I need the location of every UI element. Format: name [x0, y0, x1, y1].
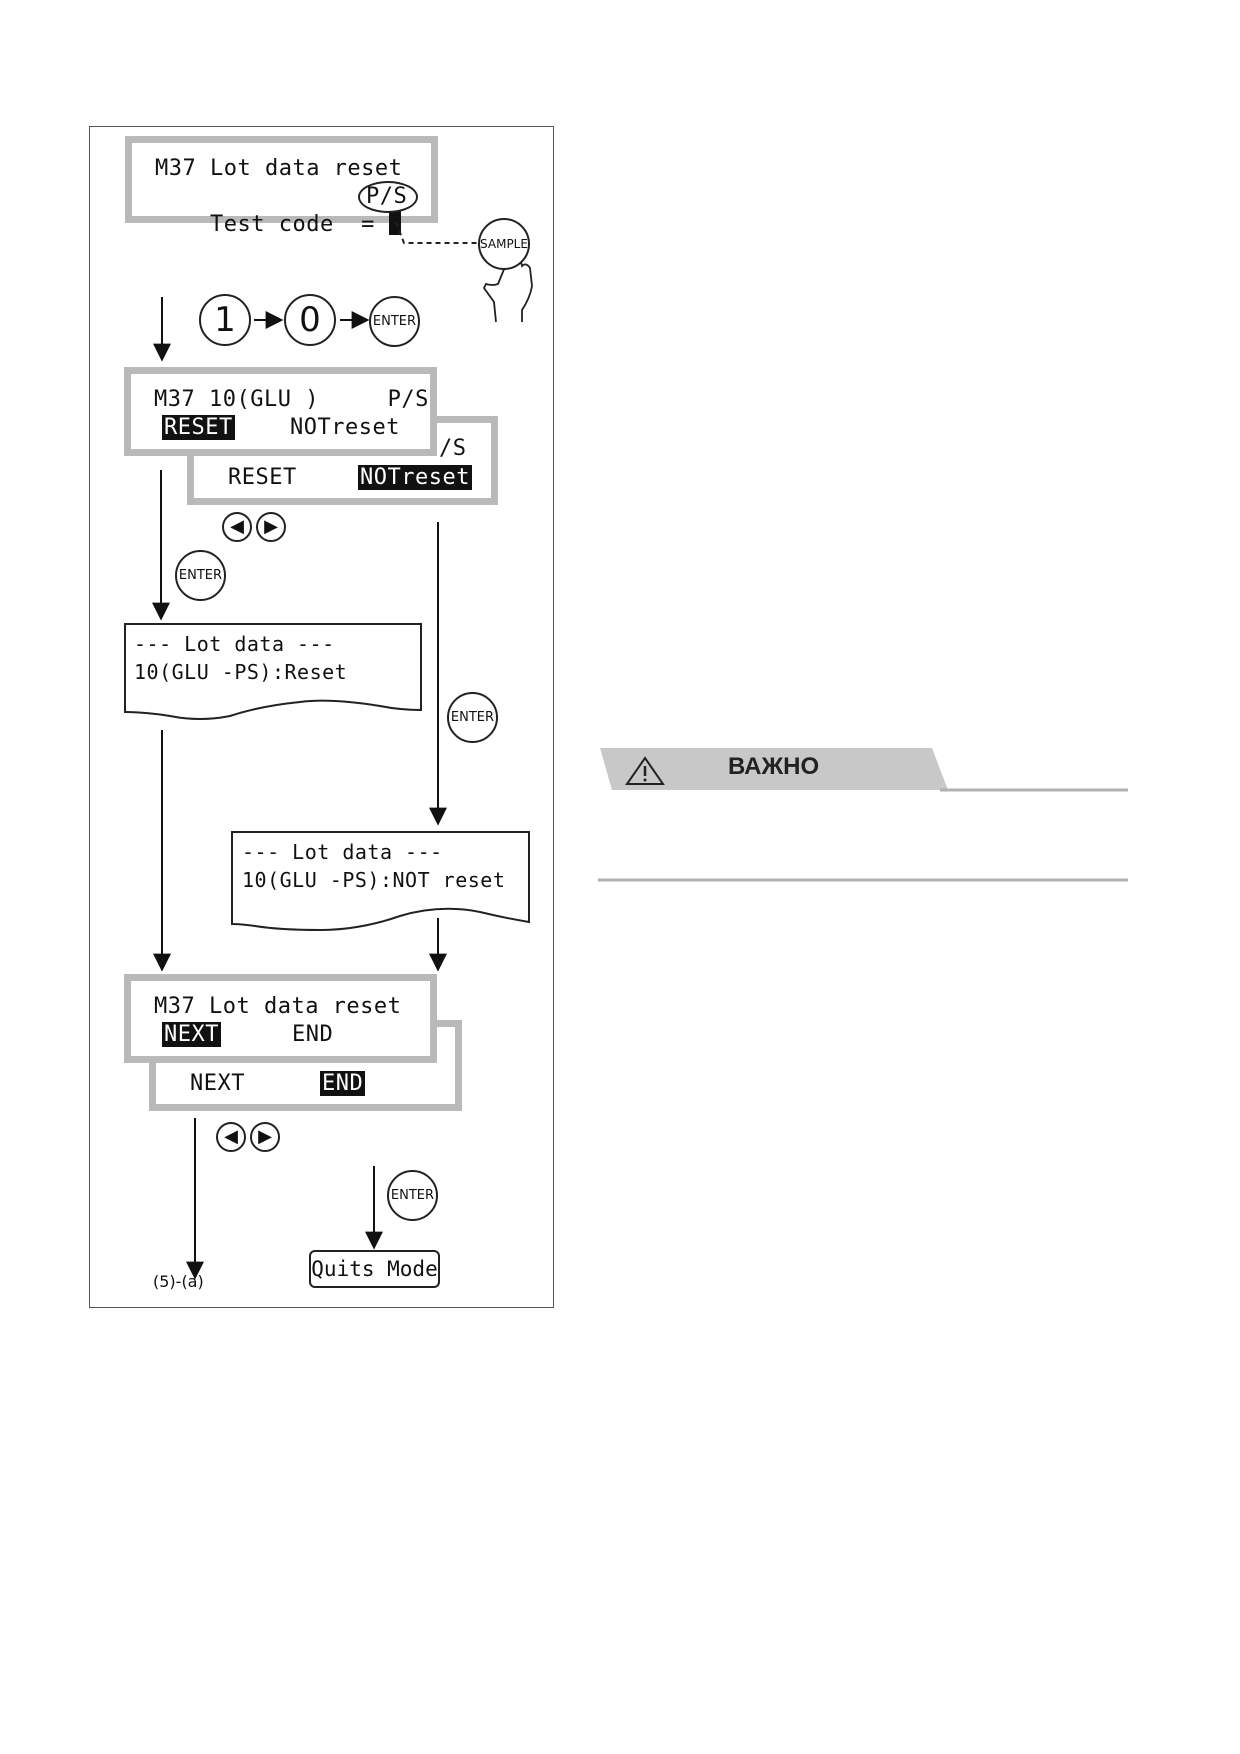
goto-step-label: (5)-(a): [153, 1272, 204, 1291]
key-1-label: 1: [214, 300, 236, 340]
reset-option-highlighted: RESET: [162, 415, 235, 440]
next-option-highlighted: NEXT: [162, 1022, 221, 1047]
quits-mode-label: Quits Mode: [311, 1257, 438, 1281]
screen-title: M37 Lot data reset: [155, 156, 403, 181]
cursor-block: [388, 211, 401, 235]
printout-notreset-line2: 10(GLU -PS):NOT reset: [242, 868, 506, 892]
left-arrow-button[interactable]: ◀: [222, 512, 252, 542]
next-option: NEXT: [190, 1071, 245, 1096]
screen-title: M37 Lot data reset: [154, 994, 402, 1019]
test-code-label: Test code =: [209, 212, 375, 237]
right-arrow-button[interactable]: ▶: [256, 512, 286, 542]
end-option-highlighted: END: [320, 1071, 366, 1096]
notreset-option: NOTreset: [290, 415, 400, 440]
end-option-row: END: [320, 1070, 366, 1098]
enter-button[interactable]: ENTER: [387, 1170, 438, 1221]
key-0-button[interactable]: 0: [284, 294, 336, 346]
enter-button[interactable]: ENTER: [447, 692, 498, 743]
printout-notreset-line1: --- Lot data ---: [242, 840, 443, 864]
printout-reset-line1: --- Lot data ---: [134, 632, 335, 656]
enter-label: ENTER: [450, 710, 495, 725]
enter-label: ENTER: [390, 1188, 435, 1203]
reset-option: RESET: [228, 465, 297, 490]
ps-label: P/S: [366, 184, 408, 209]
notreset-option-row: NOTreset: [358, 464, 472, 492]
lcd-screen-test-code: M37 Lot data reset Test code = P/S: [125, 136, 438, 237]
left-triangle-icon: ◀: [230, 516, 244, 537]
ps-oval: [358, 181, 418, 213]
sample-button-label: SAMPLE: [480, 237, 528, 251]
quits-mode-box: Quits Mode: [309, 1250, 440, 1288]
printout-reset-paper: [124, 623, 422, 720]
left-arrow-button[interactable]: ◀: [216, 1122, 246, 1152]
notreset-option-highlighted: NOTreset: [358, 465, 472, 490]
next-option-row: NEXT: [162, 1021, 221, 1049]
test-code-row: Test code =: [155, 183, 401, 267]
partial-ps-text: /S: [439, 436, 467, 461]
notice-title: ВАЖНО: [728, 753, 820, 780]
enter-label: ENTER: [178, 568, 223, 583]
key-1-button[interactable]: 1: [199, 294, 251, 346]
enter-button[interactable]: ENTER: [175, 550, 226, 601]
sample-button[interactable]: SAMPLE: [478, 218, 530, 270]
enter-button[interactable]: ENTER: [369, 296, 420, 347]
right-triangle-icon: ▶: [264, 516, 278, 537]
reset-option-row: RESET: [162, 414, 235, 442]
printout-reset-line2: 10(GLU -PS):Reset: [134, 660, 348, 684]
printout-notreset-paper: [231, 831, 530, 932]
notice-header-bar: [600, 748, 948, 790]
key-0-label: 0: [299, 300, 321, 340]
right-triangle-icon: ▶: [258, 1126, 272, 1147]
lcd-screen-reset-selected: M37 10(GLU ) P/S RESET NOTreset: [124, 367, 437, 456]
lcd-screen-next-selected: M37 Lot data reset NEXT END: [124, 974, 437, 1063]
left-triangle-icon: ◀: [224, 1126, 238, 1147]
warning-icon: [625, 756, 665, 785]
enter-label: ENTER: [372, 314, 417, 329]
end-option: END: [292, 1022, 334, 1047]
screen-title: M37 10(GLU ) P/S: [154, 387, 429, 412]
right-arrow-button[interactable]: ▶: [250, 1122, 280, 1152]
